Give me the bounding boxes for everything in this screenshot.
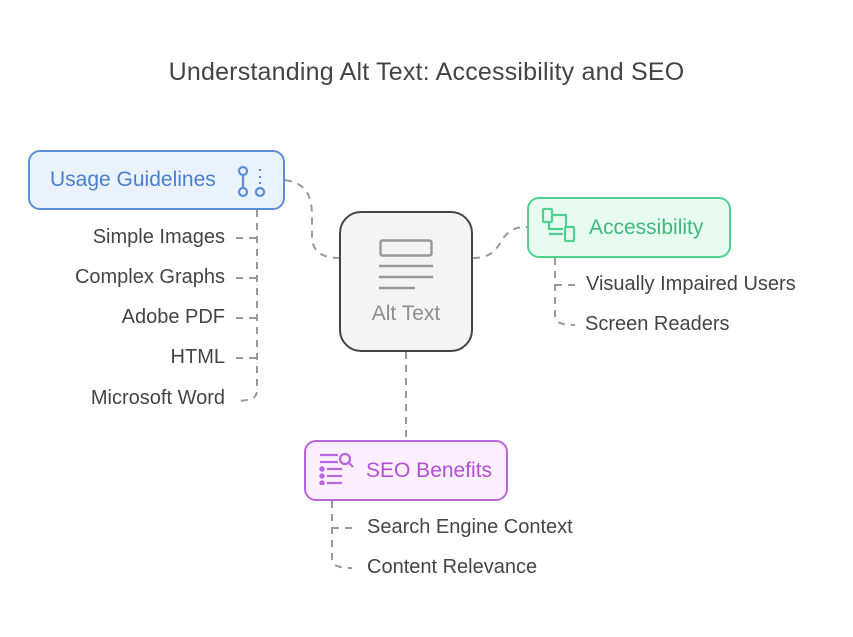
leaf-complex-graphs: Complex Graphs — [74, 266, 225, 288]
connector-access-trunk — [554, 258, 576, 326]
node-alt-text-label: Alt Text — [371, 302, 441, 325]
leaf-content-relevance: Content Relevance — [367, 556, 538, 578]
connector-usage-branches — [236, 237, 257, 359]
list-search-icon — [318, 451, 354, 490]
leaf-adobe-pdf: Adobe PDF — [121, 306, 225, 328]
connector-usage-center — [284, 179, 341, 259]
node-seo-benefits[interactable]: SEO Benefits — [304, 440, 508, 501]
node-usage-guidelines[interactable]: Usage Guidelines — [28, 150, 285, 210]
leaf-html: HTML — [170, 346, 225, 368]
node-alt-text[interactable]: Alt Text — [339, 211, 473, 352]
leaf-visually-impaired-users: Visually Impaired Users — [586, 273, 796, 295]
leaf-simple-images: Simple Images — [92, 226, 225, 248]
diagram-title: Understanding Alt Text: Accessibility an… — [168, 58, 685, 86]
connector-center-accessibility — [472, 226, 529, 259]
connector-seo-trunk — [331, 501, 353, 569]
leaf-screen-readers: Screen Readers — [585, 313, 730, 335]
connector-usage-trunk — [237, 210, 258, 402]
node-accessibility[interactable]: Accessibility — [527, 197, 731, 258]
git-branch-icon — [235, 164, 269, 203]
node-seo-benefits-label: SEO Benefits — [366, 458, 493, 482]
node-accessibility-label: Accessibility — [589, 215, 704, 239]
node-usage-guidelines-label: Usage Guidelines — [50, 168, 216, 191]
leaf-search-engine-context: Search Engine Context — [367, 516, 573, 538]
document-text-icon — [379, 239, 433, 296]
devices-icon — [541, 207, 577, 248]
leaf-microsoft-word: Microsoft Word — [90, 387, 225, 409]
